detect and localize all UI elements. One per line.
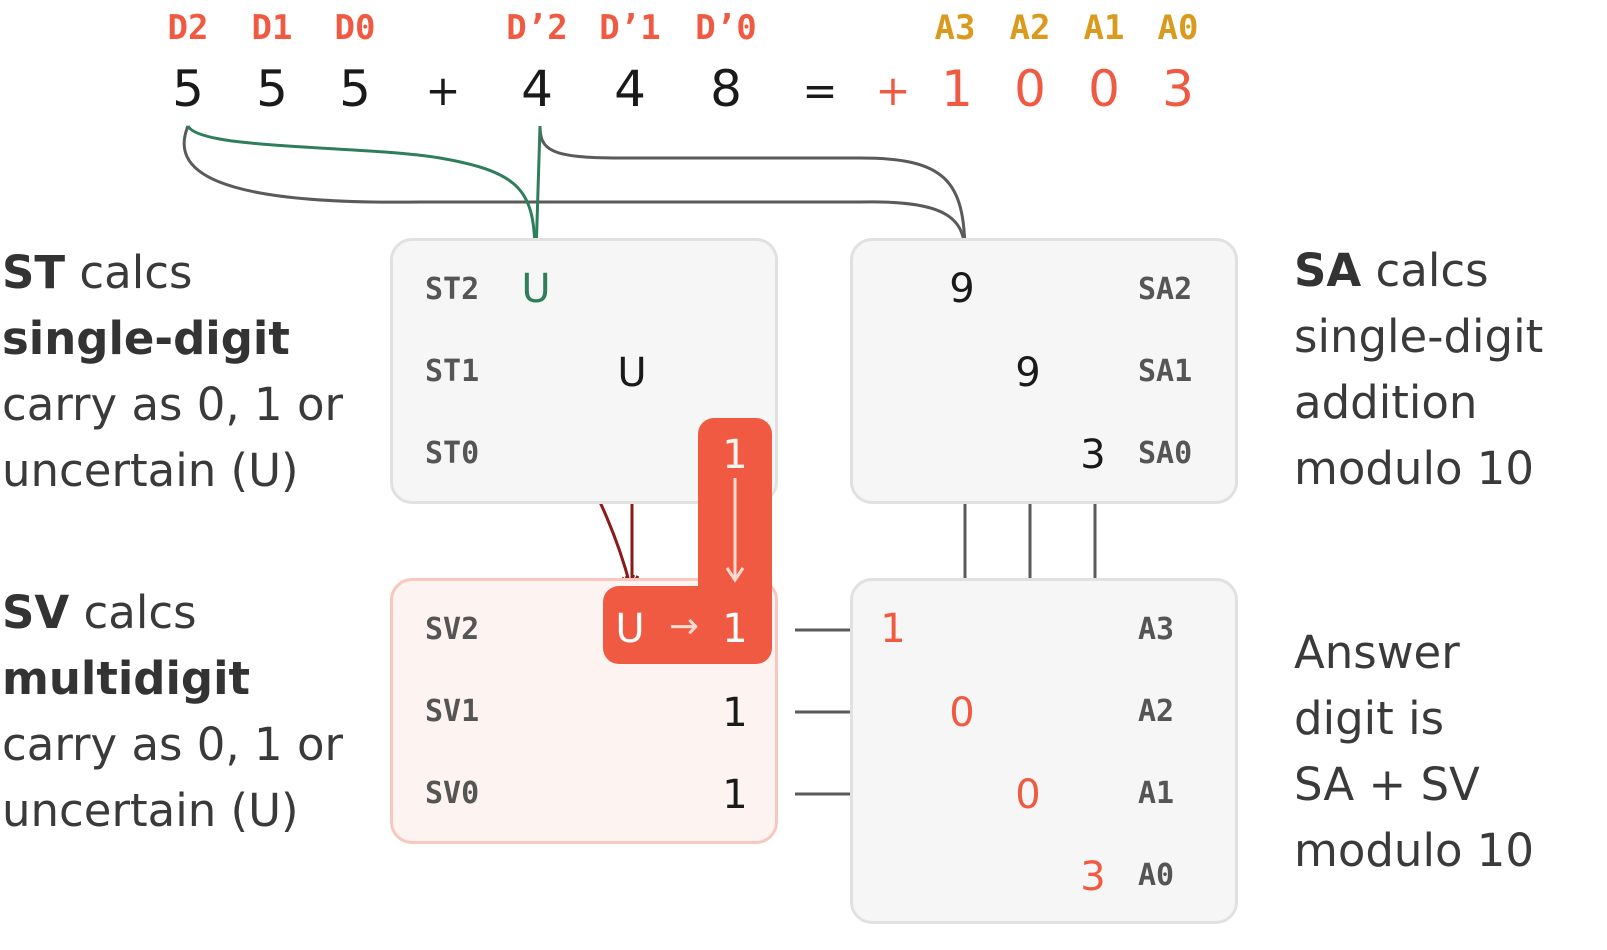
sv1-label: SV1 (425, 694, 480, 729)
sv-caption-line3: carry as 0, 1 or (2, 718, 343, 771)
sv0-label: SV0 (425, 776, 480, 811)
sv-caption-line2: multidigit (2, 652, 251, 705)
a1-label: A1 (1138, 776, 1175, 811)
answer-box (850, 578, 1238, 924)
sa2-value: 9 (949, 266, 975, 312)
digit-d0: 5 (339, 60, 371, 118)
label-a0: A0 (1157, 8, 1199, 48)
answer-caption-line2: digit is (1294, 692, 1445, 745)
a1-value: 0 (1015, 772, 1041, 818)
a0-value: 3 (1080, 854, 1106, 900)
label-dp1: D’1 (599, 8, 661, 48)
sv1-value: 1 (722, 690, 748, 736)
answer-digit-a3: 1 (941, 60, 973, 118)
a3-label: A3 (1138, 612, 1175, 647)
a2-label: A2 (1138, 694, 1175, 729)
sa-caption-line2: single-digit (1294, 310, 1544, 363)
a2-value: 0 (949, 690, 975, 736)
st-caption-line4: uncertain (U) (2, 444, 299, 497)
label-a2: A2 (1009, 8, 1051, 48)
label-a3: A3 (934, 8, 976, 48)
sa1-value: 9 (1015, 350, 1041, 396)
plus-sign: + (425, 66, 461, 115)
digit-d2: 5 (172, 60, 204, 118)
sa-caption-bold: SA (1294, 244, 1362, 297)
sa-caption-line4: modulo 10 (1294, 442, 1535, 495)
label-d2: D2 (167, 8, 209, 48)
sv-caption-rest: calcs (69, 586, 197, 639)
st-caption-bold: ST (2, 246, 66, 299)
answer-plus: + (875, 66, 911, 115)
digit-dp1: 4 (614, 60, 646, 118)
arrow-dp2-to-sa2 (538, 125, 967, 256)
carry-down-arrow (725, 478, 745, 583)
answer-caption-line3: SA + SV (1294, 758, 1480, 811)
arrow-d2-to-st2 (186, 125, 535, 255)
sv-caption-line4: uncertain (U) (2, 784, 299, 837)
sa0-value: 3 (1080, 432, 1106, 478)
answer-digit-a1: 0 (1088, 60, 1120, 118)
sa1-label: SA1 (1138, 354, 1193, 389)
sv-caption: SV calcs multidigit carry as 0, 1 or unc… (2, 580, 343, 844)
sa-caption-rest: calcs (1361, 244, 1489, 297)
st0-label: ST0 (425, 436, 480, 471)
label-d0: D0 (334, 8, 376, 48)
answer-digit-a0: 3 (1162, 60, 1194, 118)
st-caption-rest: calcs (65, 246, 193, 299)
answer-digit-a2: 0 (1014, 60, 1046, 118)
carry-highlight-horizontal (603, 586, 772, 664)
sa-caption: SA calcs single-digit addition modulo 10 (1294, 238, 1543, 502)
sa-caption-line3: addition (1294, 376, 1478, 429)
st-caption-line2: single-digit (2, 312, 290, 365)
st0-value: 1 (722, 432, 748, 478)
st2-label: ST2 (425, 272, 480, 307)
arrow-dp2-to-st2 (534, 125, 542, 256)
st1-value: U (617, 350, 647, 396)
sv2-from-value: U (615, 606, 645, 652)
st2-value: U (521, 266, 551, 312)
st1-label: ST1 (425, 354, 480, 389)
sv0-value: 1 (722, 772, 748, 818)
answer-caption-line4: modulo 10 (1294, 824, 1535, 877)
sv-caption-bold: SV (2, 586, 70, 639)
arrow-d2-to-sa2 (182, 125, 965, 255)
label-dp2: D’2 (506, 8, 568, 48)
label-dp0: D’0 (695, 8, 757, 48)
digit-d1: 5 (256, 60, 288, 118)
answer-caption: Answer digit is SA + SV modulo 10 (1294, 620, 1534, 884)
label-d1: D1 (251, 8, 293, 48)
sv2-to-value: 1 (722, 606, 748, 652)
sa2-label: SA2 (1138, 272, 1193, 307)
st-caption: ST calcs single-digit carry as 0, 1 or u… (2, 240, 343, 504)
answer-caption-line1: Answer (1294, 626, 1460, 679)
st-caption-line3: carry as 0, 1 or (2, 378, 343, 431)
label-a1: A1 (1083, 8, 1125, 48)
sv2-label: SV2 (425, 612, 480, 647)
a0-label: A0 (1138, 858, 1175, 893)
sv2-arrow: → (668, 606, 700, 647)
sa0-label: SA0 (1138, 436, 1193, 471)
a3-value: 1 (880, 606, 906, 652)
equals-sign: = (802, 66, 838, 115)
digit-dp2: 4 (521, 60, 553, 118)
digit-dp0: 8 (710, 60, 742, 118)
sa-box (850, 238, 1238, 504)
